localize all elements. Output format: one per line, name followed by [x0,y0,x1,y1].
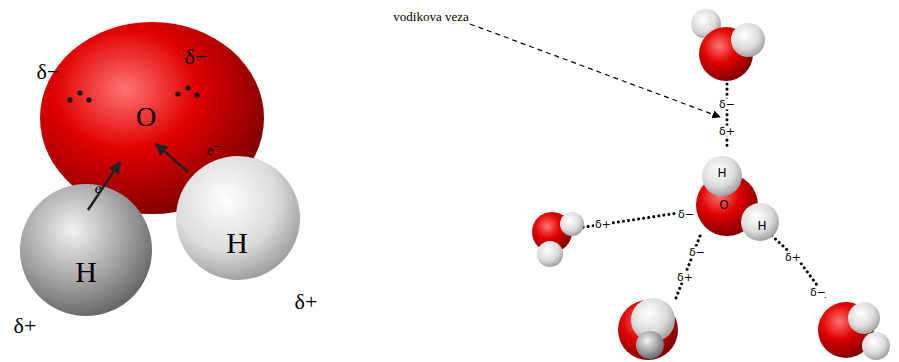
partial-charge: δ− [37,61,60,83]
partial-charge: δ− [718,99,736,110]
water-molecule [20,22,300,316]
leader-arrow [470,24,720,117]
partial-charge: δ− [185,46,208,68]
partial-charge: δ+ [295,291,318,313]
partial-charge: δ− [688,247,706,258]
water-molecule [818,302,890,360]
partial-charge: δ+ [14,315,37,337]
hydrogen-atom [20,184,152,316]
electron-shift-arrow [156,144,188,172]
hydrogen-atom [176,156,300,280]
atom-symbol: H [717,167,726,179]
electron-label: e [95,181,102,196]
water-molecule [532,212,584,267]
partial-charge: δ− [809,287,827,298]
atom-symbol: H [226,228,248,258]
partial-charge: δ+ [784,252,802,263]
atom-symbol: H [757,220,766,232]
atom-symbol: O [719,199,728,211]
electron-label: e⁻ [207,143,222,158]
water-molecule [691,9,765,81]
electron-shift-arrow [88,162,120,210]
partial-charge: δ+ [594,219,612,230]
partial-charge: δ+ [676,272,694,283]
atom-symbol: H [75,257,97,287]
partial-charge: δ+ [718,126,736,137]
atom-symbol: O [136,103,156,131]
callout-label: vodikova veza [393,10,468,23]
water-molecule [618,298,678,360]
partial-charge: δ− [677,209,695,220]
lone-pair-dots [67,85,199,102]
water-molecule [696,156,779,241]
hydrogen-bond-lines [578,84,828,300]
